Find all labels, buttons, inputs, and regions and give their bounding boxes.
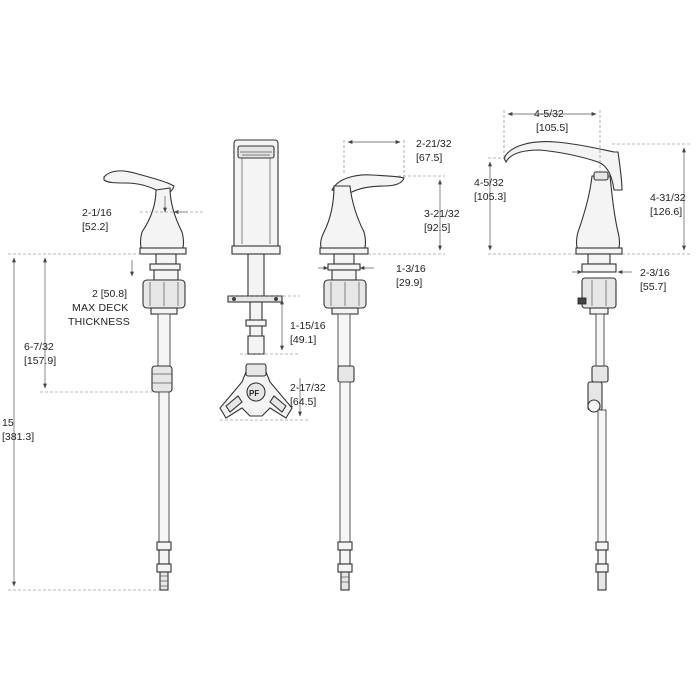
handle-height-imperial: 2-1/16: [82, 207, 112, 219]
spout-clearance-metric: [105.3]: [474, 191, 506, 203]
shank-length-imperial: 1-15/16: [290, 320, 326, 332]
handle-base-metric: [29.9]: [396, 277, 422, 289]
right-supply-hose: [339, 381, 351, 543]
handle-height-metric: [52.2]: [82, 221, 108, 233]
center-connector: PF: [219, 363, 293, 419]
left-handle-valve-view: [103, 170, 187, 591]
spout-base-imperial: 2-3/16: [640, 267, 670, 279]
left-handle-base: [139, 247, 187, 255]
spout-base-metric: [55.7]: [640, 281, 666, 293]
handle-reach-imperial: 2-21/32: [416, 138, 452, 150]
spout-height-metric: [126.6]: [650, 206, 682, 218]
connector-width-metric: [64.5]: [290, 396, 316, 408]
spout-arc: [503, 141, 623, 191]
deck-thickness-value: 2 [50.8]: [92, 288, 127, 300]
deck-thickness-line1: MAX DECK: [72, 302, 128, 314]
left-handle-body: [139, 187, 185, 251]
valve-drop-metric: [157.9]: [24, 355, 56, 367]
handle-rise-metric: [92.5]: [424, 222, 450, 234]
spout-reach-metric: [105.5]: [536, 122, 568, 134]
left-view-dimensions: [8, 196, 205, 591]
handle-reach-metric: [67.5]: [416, 152, 442, 164]
handle-base-imperial: 1-3/16: [396, 263, 426, 275]
overall-length-metric: [381.3]: [2, 431, 34, 443]
spout-height-imperial: 4-31/32: [650, 192, 686, 204]
overall-length-imperial: 15: [2, 417, 14, 429]
valve-front-view: [227, 139, 283, 355]
left-hose-coupling: [151, 365, 173, 393]
right-handle-body: [320, 185, 367, 251]
deck-thickness-line2: THICKNESS: [68, 316, 130, 328]
dimension-labels: 2-1/16 [52.2] 2 [50.8] MAX DECK THICKNES…: [2, 108, 686, 443]
center-view-dimensions: [220, 295, 310, 421]
handle-rise-imperial: 3-21/32: [424, 208, 460, 220]
right-handle-valve-view: [319, 174, 405, 591]
spout-reach-imperial: 4-5/32: [534, 108, 564, 120]
spout-view: [503, 141, 623, 591]
spout-clearance-imperial: 4-5/32: [474, 177, 504, 189]
valve-drop-imperial: 6-7/32: [24, 341, 54, 353]
mounting-flange: [227, 295, 283, 303]
shank-length-metric: [49.1]: [290, 334, 316, 346]
spout-dimensions: [488, 110, 690, 274]
pf-logo: PF: [249, 389, 259, 398]
spout-mounting-nut: [581, 277, 617, 309]
right-handle-dimensions: [318, 140, 445, 270]
left-supply-hose: [158, 391, 170, 543]
connector-width-imperial: 2-17/32: [290, 382, 326, 394]
